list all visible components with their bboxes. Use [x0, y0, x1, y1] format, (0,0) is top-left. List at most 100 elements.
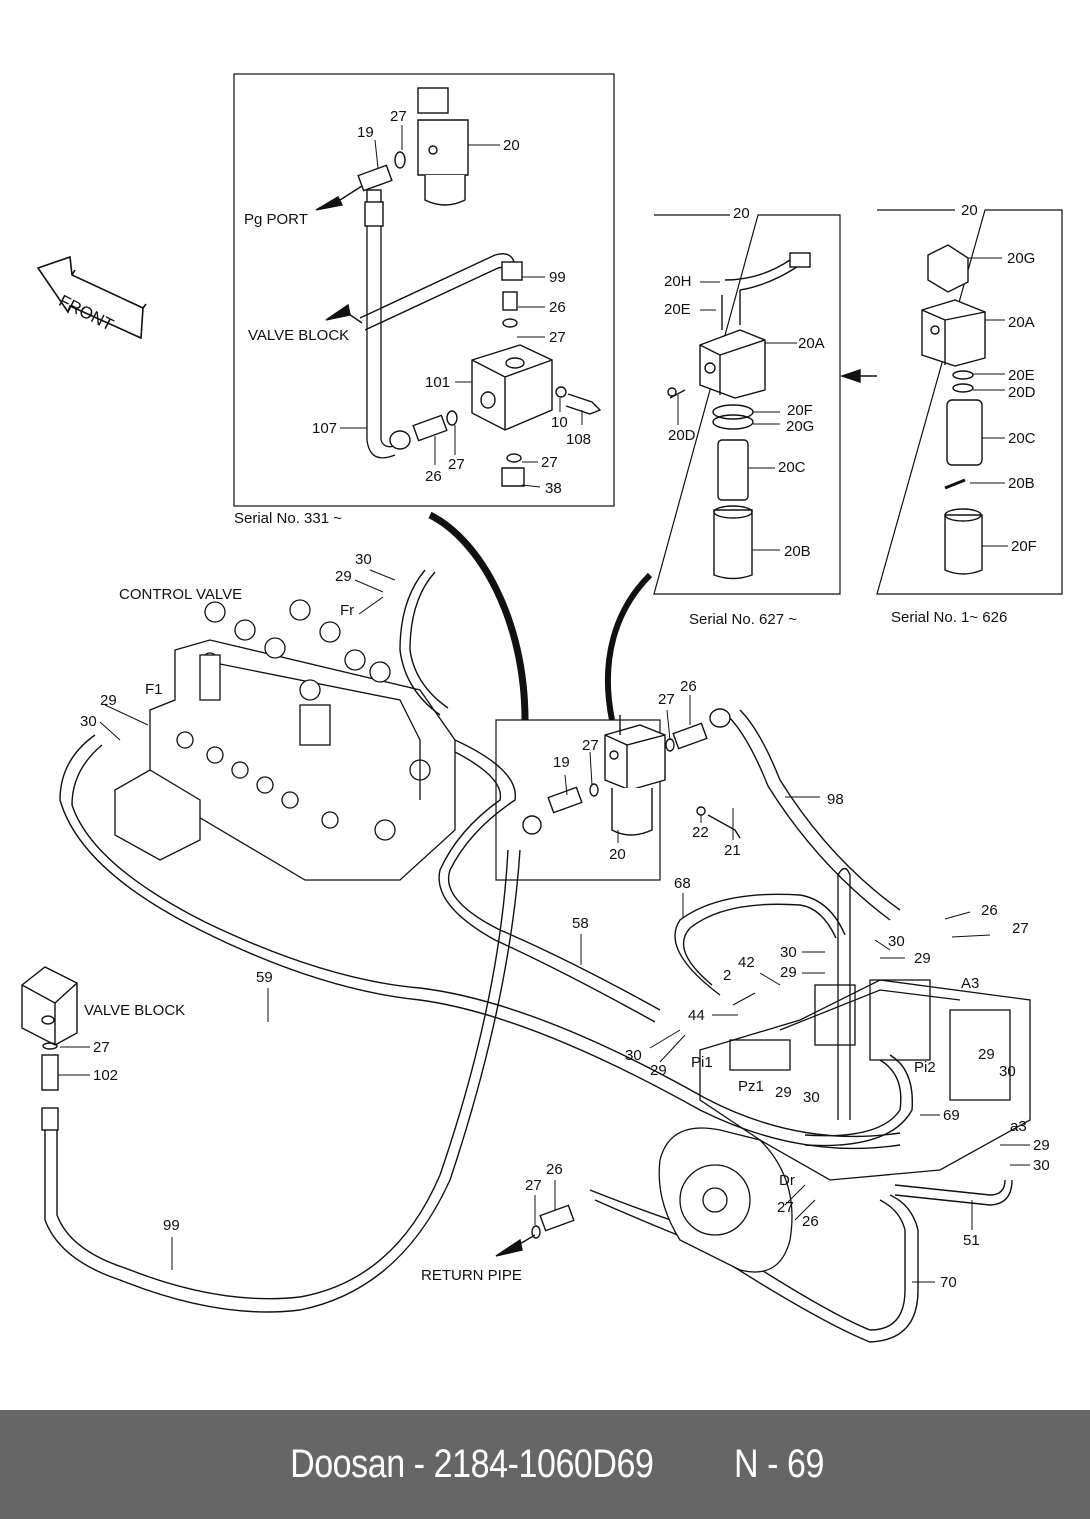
callout-27: 27 — [777, 1199, 794, 1216]
inset-frame-center — [495, 719, 661, 881]
port-Pz1: Pz1 — [738, 1078, 764, 1095]
callout-98: 98 — [827, 791, 844, 808]
callout-2: 2 — [723, 967, 732, 984]
port-a3: a3 — [1010, 1118, 1027, 1135]
callout-20B: 20B — [1008, 475, 1035, 492]
callout-26: 26 — [981, 902, 998, 919]
callout-29: 29 — [100, 692, 117, 709]
footer-bar: Doosan - 2184-1060D69 N - 69 — [0, 1410, 1090, 1519]
valve-block-101 — [471, 344, 553, 431]
hose-70 — [589, 1189, 906, 1331]
front-arrow-icon — [36, 255, 147, 340]
hose-99 — [44, 849, 521, 1313]
callout-20: 20 — [609, 846, 626, 863]
callout-27: 27 — [390, 108, 407, 125]
note-control-valve: CONTROL VALVE — [119, 586, 243, 603]
solenoid-valve-20-center — [604, 715, 666, 836]
callout-101: 101 — [425, 374, 451, 391]
callout-20C: 20C — [1008, 430, 1036, 447]
callout-20C: 20C — [778, 459, 806, 476]
callout-58: 58 — [572, 915, 589, 932]
callout-29: 29 — [1033, 1137, 1050, 1154]
solenoid-valve-20-626 — [921, 244, 986, 575]
hose-59 — [59, 734, 901, 1150]
hose-68 — [674, 893, 846, 996]
callout-30: 30 — [888, 933, 905, 950]
callout-44: 44 — [688, 1007, 705, 1024]
hose-98 — [739, 709, 901, 911]
hose-51 — [894, 1179, 1006, 1196]
inset-frame-serial-331 — [233, 73, 615, 507]
callout-38: 38 — [545, 480, 562, 497]
callout-42: 42 — [738, 954, 755, 971]
valve-block-bottom-left — [21, 966, 78, 1046]
callout-27: 27 — [448, 456, 465, 473]
note-return-pipe: RETURN PIPE — [421, 1267, 522, 1284]
footer-page-ref: N - 69 — [733, 1442, 824, 1486]
callout-20G: 20G — [786, 418, 815, 435]
note-valve-block: VALVE BLOCK — [248, 327, 350, 344]
callout-20D: 20D — [1008, 384, 1036, 401]
hose-58 — [448, 739, 661, 1011]
inset-frame-serial-627 — [653, 214, 841, 595]
inset-626-title: 20 — [961, 202, 978, 219]
return-pipe-arrow-icon — [495, 1238, 523, 1257]
callout-102: 102 — [93, 1067, 119, 1084]
port-F1: F1 — [145, 681, 163, 698]
callout-20: 20 — [503, 137, 520, 154]
swoosh-right — [604, 572, 653, 721]
callout-20F: 20F — [1011, 538, 1037, 555]
callout-19: 19 — [553, 754, 570, 771]
callout-20E: 20E — [664, 301, 691, 318]
callout-27: 27 — [541, 454, 558, 471]
callout-26: 26 — [549, 299, 566, 316]
callout-10: 10 — [551, 414, 568, 431]
swoosh-left — [428, 511, 529, 721]
callout-30: 30 — [355, 551, 372, 568]
callout-68: 68 — [674, 875, 691, 892]
callout-30: 30 — [803, 1089, 820, 1106]
port-Dr: Dr — [779, 1172, 795, 1189]
callout-51: 51 — [963, 1232, 980, 1249]
callout-30: 30 — [780, 944, 797, 961]
callout-27: 27 — [582, 737, 599, 754]
hose-69 — [804, 1059, 902, 1137]
callout-27: 27 — [1012, 920, 1029, 937]
parts-diagram: 19 27 20 Pg PORT 99 26 27 VALVE BLOCK 10… — [21, 73, 1063, 1343]
callout-27: 27 — [658, 691, 675, 708]
callout-26: 26 — [425, 468, 442, 485]
callout-20D: 20D — [668, 427, 696, 444]
callout-107: 107 — [312, 420, 338, 437]
valve-block-arrow-icon — [325, 303, 351, 321]
callout-20B: 20B — [784, 543, 811, 560]
callout-20F: 20F — [787, 402, 813, 419]
port-A3: A3 — [961, 975, 980, 992]
callout-26: 26 — [546, 1161, 563, 1178]
fitting-19-top — [357, 164, 393, 205]
callout-59: 59 — [256, 969, 273, 986]
port-Pi2: Pi2 — [914, 1059, 936, 1076]
note-pg-port: Pg PORT — [244, 211, 308, 228]
callout-26: 26 — [680, 678, 697, 695]
callout-20G: 20G — [1007, 250, 1036, 267]
serial-626: Serial No. 1~ 626 — [891, 609, 1008, 626]
callout-21: 21 — [724, 842, 741, 859]
callout-108: 108 — [566, 431, 592, 448]
inset-627-title: 20 — [733, 205, 750, 222]
callout-29: 29 — [335, 568, 352, 585]
note-valve-block: VALVE BLOCK — [84, 1002, 186, 1019]
callout-30: 30 — [80, 713, 97, 730]
footer-part-number: Doosan - 2184-1060D69 — [290, 1442, 654, 1486]
callout-20A: 20A — [1008, 314, 1035, 331]
callout-26: 26 — [802, 1213, 819, 1230]
callout-30: 30 — [1033, 1157, 1050, 1174]
callout-99: 99 — [163, 1217, 180, 1234]
callout-30: 30 — [625, 1047, 642, 1064]
pg-port-arrow-icon — [315, 196, 344, 211]
control-valve-body — [114, 599, 456, 881]
callout-20A: 20A — [798, 335, 825, 352]
callout-20H: 20H — [664, 273, 692, 290]
callout-20E: 20E — [1008, 367, 1035, 384]
callout-27: 27 — [549, 329, 566, 346]
callout-27: 27 — [525, 1177, 542, 1194]
